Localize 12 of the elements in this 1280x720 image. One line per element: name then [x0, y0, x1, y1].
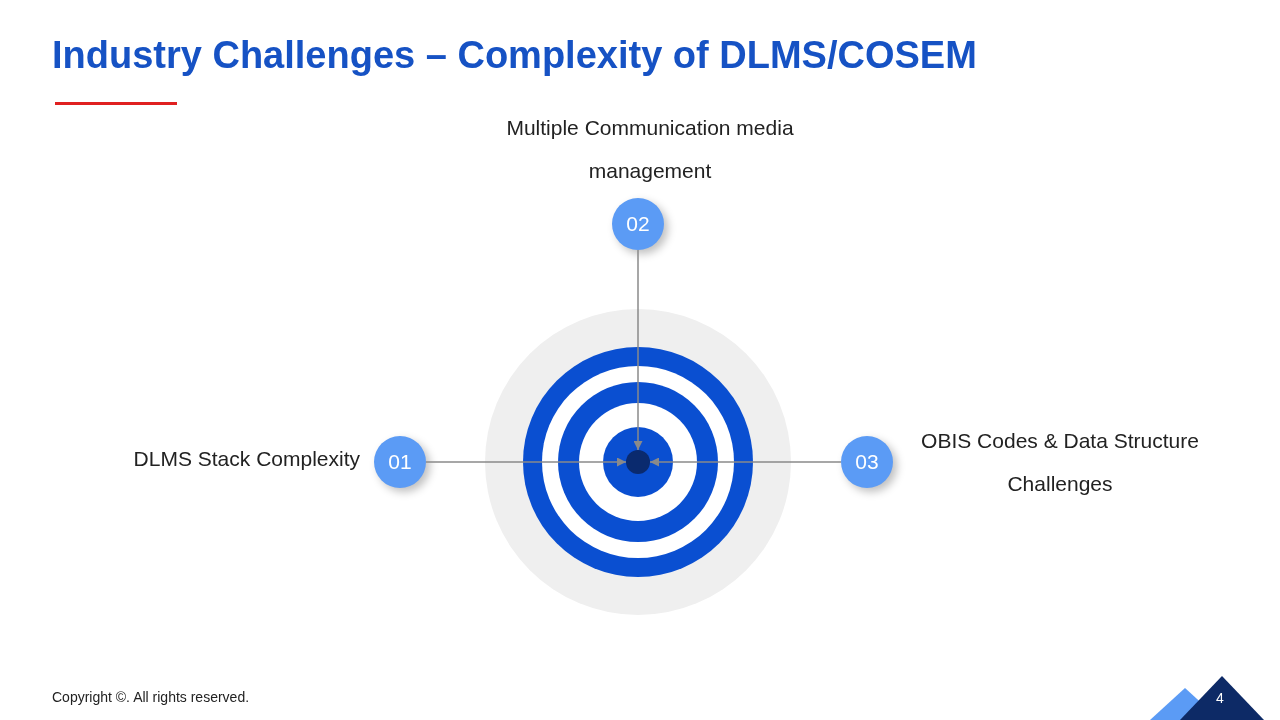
challenge-caption: Multiple Communication media management — [505, 115, 795, 184]
arrow — [425, 457, 627, 467]
copyright-note: Copyright ©. All rights reserved. — [52, 689, 250, 705]
number-circle: 02 — [612, 198, 664, 250]
arrow — [633, 249, 643, 451]
number-circle: 01 — [374, 436, 426, 488]
slide-title: Industry Challenges – Complexity of DLMS/COSEM — [52, 34, 977, 77]
number-circle: 03 — [841, 436, 893, 488]
arrow — [649, 457, 842, 467]
challenge-caption: DLMS Stack Complexity — [132, 446, 360, 472]
page-number: 4 — [1216, 690, 1224, 706]
challenge-caption: OBIS Codes & Data Structure Challenges — [920, 428, 1200, 497]
